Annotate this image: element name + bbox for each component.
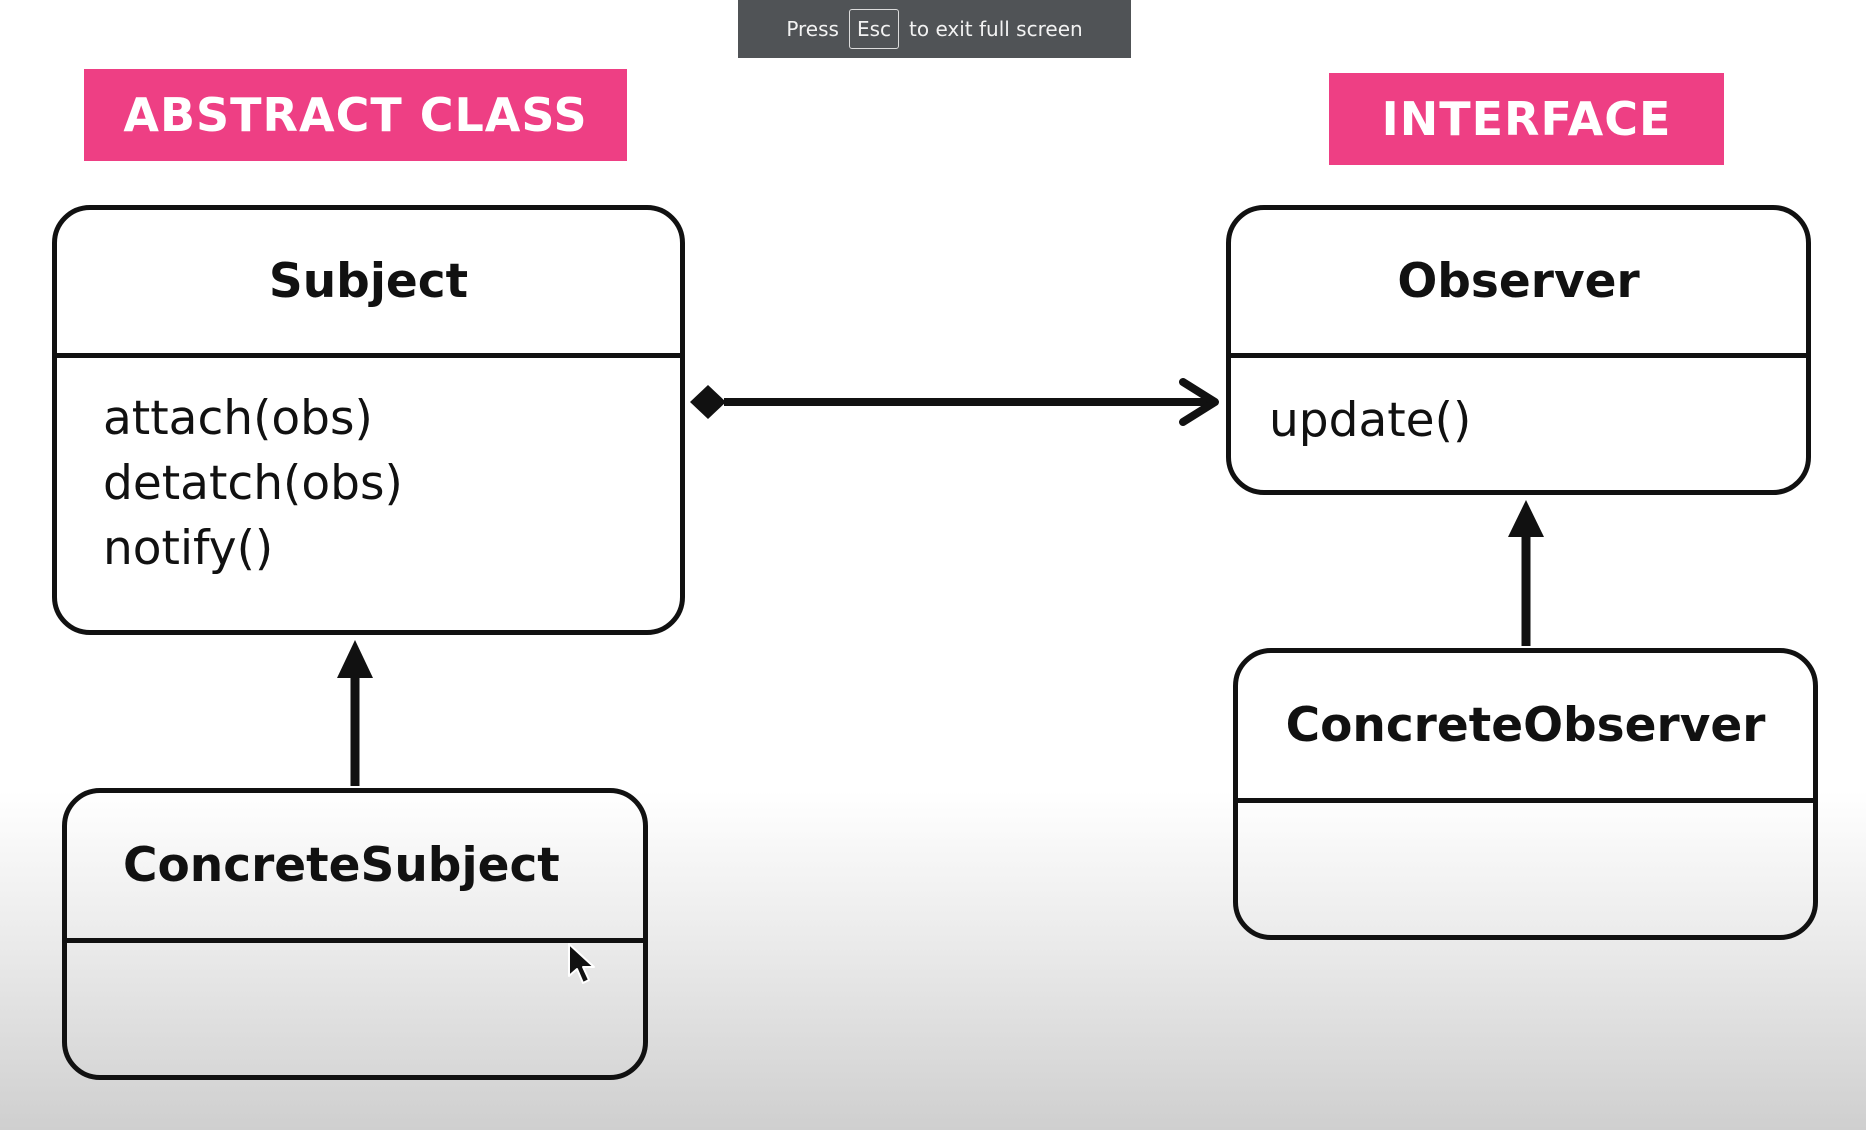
concrete-observer-class-box: ConcreteObserver (1233, 648, 1818, 940)
subject-observer-association (690, 378, 1219, 426)
esc-key: Esc (848, 9, 900, 49)
abstract-class-label: ABSTRACT CLASS (84, 69, 627, 161)
inheritance-arrowhead-subject-icon (337, 640, 373, 678)
method-update: update() (1269, 393, 1472, 448)
concrete-subject-class-name: ConcreteSubject (67, 793, 643, 943)
observer-class-box: Observer update() (1226, 205, 1811, 495)
mouse-pointer-icon (568, 943, 595, 984)
subject-class-name: Subject (57, 210, 680, 358)
concrete-observer-class-name: ConcreteObserver (1238, 653, 1813, 803)
observer-methods: update() (1231, 358, 1806, 453)
fullscreen-exit-text: to exit full screen (909, 17, 1083, 41)
observer-class-name: Observer (1231, 210, 1806, 358)
subject-class-box: Subject attach(obs) detatch(obs) notify(… (52, 205, 685, 635)
interface-label: INTERFACE (1329, 73, 1724, 165)
subject-methods: attach(obs) detatch(obs) notify() (57, 358, 680, 581)
method-attach: attach(obs) (103, 391, 373, 446)
method-detatch: detatch(obs) (103, 456, 403, 511)
concrete-subject-inheritance (337, 640, 373, 786)
composition-diamond-icon (690, 385, 726, 419)
concrete-observer-inheritance (1508, 500, 1544, 646)
association-arrowhead-icon (1179, 378, 1219, 426)
fullscreen-notice: Press Esc to exit full screen (738, 0, 1131, 58)
fullscreen-press-text: Press (786, 17, 839, 41)
concrete-subject-class-box: ConcreteSubject (62, 788, 648, 1080)
method-notify: notify() (103, 521, 274, 576)
inheritance-arrowhead-observer-icon (1508, 500, 1544, 537)
